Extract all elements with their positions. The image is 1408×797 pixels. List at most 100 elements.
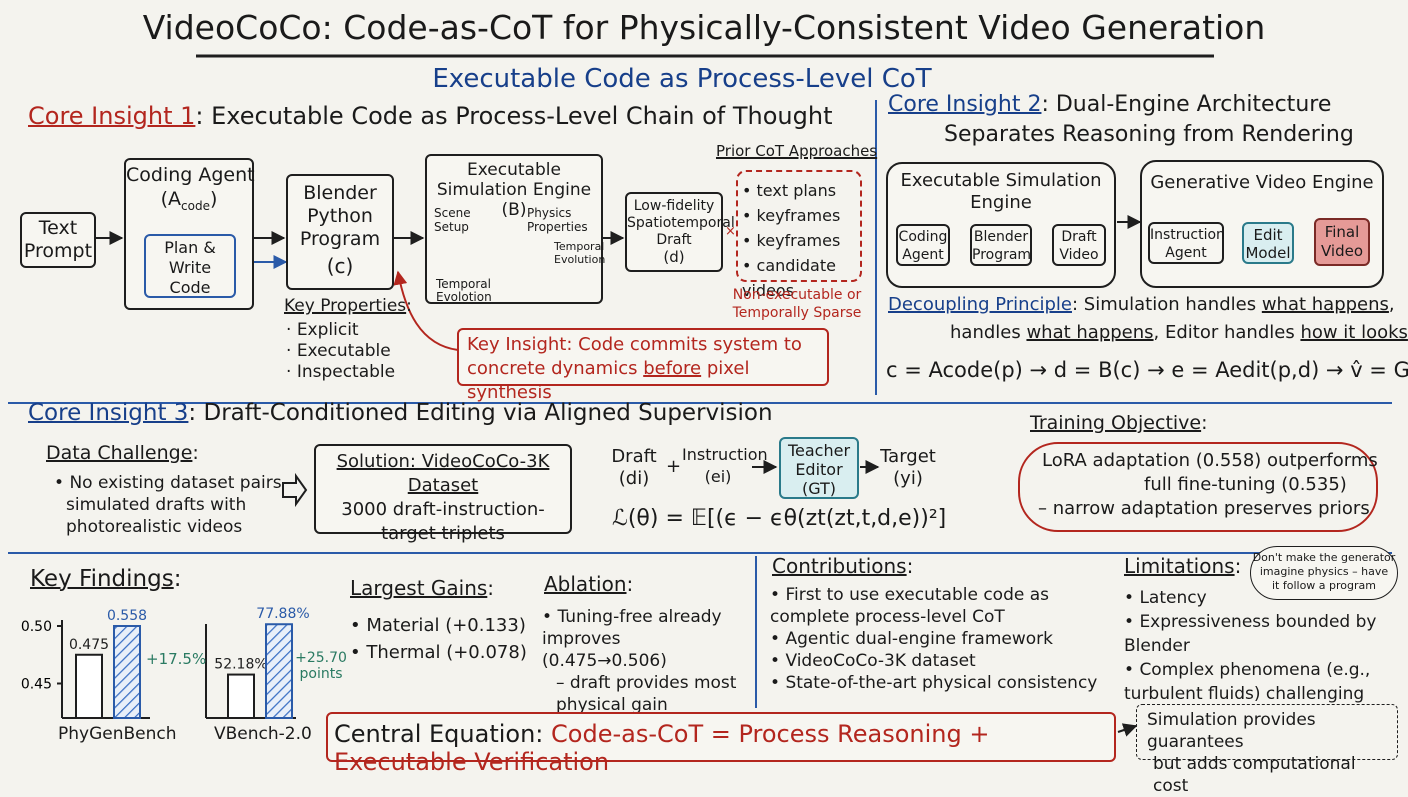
sim-engine-box: Executable Simulation Engine (B) <box>425 154 603 304</box>
insight2-heading: Core Insight 2: Dual-Engine Architecture <box>888 92 1332 117</box>
ablation-item: – draft provides most physical gain <box>556 673 737 715</box>
training-line3: – narrow adaptation preserves priors <box>1038 498 1370 519</box>
key-insight-box: Key Insight: Code commits system to conc… <box>457 328 829 403</box>
limitation-item: • Latency <box>1124 588 1207 608</box>
architecture-equation: c = Acode(p) → d = B(c) → e = Aedit(p,d)… <box>886 358 1408 382</box>
node-final-video: Final Video <box>1314 218 1370 266</box>
central-equation-box: Central Equation: Code-as-CoT = Process … <box>326 712 1116 776</box>
vbench-label: VBench-2.0 <box>214 724 312 744</box>
contributions-title: Contributions: <box>772 554 914 578</box>
key-property: · Explicit <box>286 320 359 340</box>
solution-line1: 3000 draft-instruction- <box>341 499 545 520</box>
page-subtitle: Executable Code as Process-Level CoT <box>432 64 932 94</box>
key-property: · Executable <box>286 341 391 361</box>
training-line1: LoRA adaptation (0.558) outperforms <box>1042 450 1378 471</box>
solution-line2: target triplets <box>381 523 505 544</box>
data-challenge-text: • No existing dataset pairs simulated dr… <box>54 473 282 537</box>
key-properties-title: Key Properties: <box>284 296 412 316</box>
ablation-list: • Tuning-free already improves (0.475→0.… <box>542 606 750 716</box>
prior-item: • candidate videos <box>742 256 836 300</box>
prior-cot-list: • text plans • keyframes • keyframes • c… <box>742 178 860 303</box>
key-insight-line2: concrete dynamics before pixel synthesis <box>467 358 750 403</box>
phygen-data-label: 0.558 <box>107 608 147 624</box>
prior-item: • keyframes <box>742 231 841 250</box>
prior-cot-caption: Non-executable or Temporally Sparse <box>732 287 862 321</box>
ablation-item: • Tuning-free already improves (0.475→0.… <box>542 607 722 671</box>
vbench-data-label: 77.88% <box>256 606 309 622</box>
temporal-evolution-left-label: Temporal Evolotion <box>436 277 492 304</box>
vbench-bar-baseline <box>227 673 255 719</box>
central-equation-label: Central Equation: <box>334 720 552 748</box>
arrow-central-to-note <box>1117 723 1138 737</box>
node-coding-agent: Coding Agent <box>896 224 950 266</box>
contribution-item: • Agentic dual-engine framework <box>770 629 1054 649</box>
vbench-data-label: 52.18% <box>214 657 267 673</box>
plan-write-box: Plan & Write Code <box>144 234 236 298</box>
coding-agent-symbol: (Acode) <box>160 188 218 213</box>
limitation-item: • Expressiveness bounded by Blender <box>1124 612 1377 656</box>
gain-item: • Thermal (+0.078) <box>350 642 527 663</box>
draft-label: Low-fidelity Spatiotemporal Draft <box>627 198 735 248</box>
prior-item: • text plans <box>742 181 837 200</box>
cross-mark: × <box>725 224 736 239</box>
node-instruction-agent: Instruction Agent <box>1148 222 1225 264</box>
loss-equation: ℒ(θ) = 𝔼[(ϵ − ϵθ(zt(zt,t,d,e))²] <box>612 506 947 531</box>
blender-program-box: Blender Python Program (c) <box>286 174 394 290</box>
key-properties-list: · Explicit · Executable · Inspectable <box>286 320 395 383</box>
gen-engine-panel-title: Generative Video Engine <box>1150 172 1374 193</box>
contributions-list: • First to use executable code as comple… <box>770 584 1110 694</box>
contribution-item: • VideoCoCo-3K dataset <box>770 651 976 671</box>
training-objective-title: Training Objective: <box>1030 412 1208 434</box>
vbench-chart: 52.18% 77.88% <box>205 606 310 719</box>
contribution-item: • State-of-the-art physical consistency <box>770 673 1098 693</box>
physics-properties-label: Physics Properties <box>527 206 588 234</box>
draft-input: Draft(di) <box>611 446 657 489</box>
prior-item: • keyframes <box>742 206 841 225</box>
sim-engine-label: Executable Simulation Engine (B) <box>436 160 592 220</box>
limitations-title: Limitations: <box>1124 554 1242 578</box>
limitation-item: • Complex phenomena (e.g., turbulent flu… <box>1124 660 1371 704</box>
draft-box: Low-fidelity Spatiotemporal Draft (d) <box>625 192 735 272</box>
insight1-heading: Core Insight 1: Executable Code as Proce… <box>28 102 833 130</box>
node-edit-model: Edit Model <box>1242 222 1294 264</box>
decoupling-line1: Decoupling Principle: Simulation handles… <box>888 294 1395 315</box>
node-blender-program: Blender Program <box>970 224 1032 266</box>
temporal-evolution-right-label: Temporal Evolution <box>554 240 606 266</box>
data-challenge-title: Data Challenge: <box>46 442 199 464</box>
solution-box: Solution: VideoCoCo-3K Dataset 3000 draf… <box>314 444 572 544</box>
training-line2: full fine-tuning (0.535) <box>1144 474 1347 495</box>
central-note: Simulation provides guarantees but adds … <box>1136 704 1398 796</box>
teacher-editor-box: Teacher Editor(GT) <box>779 437 859 499</box>
phygen-bar-videococo <box>113 625 141 719</box>
phygen-data-label: 0.475 <box>69 637 109 653</box>
key-property: · Inspectable <box>286 362 396 382</box>
phygenbench-label: PhyGenBench <box>58 724 177 744</box>
decoupling-line2: handles what happens, Editor handles how… <box>950 322 1408 343</box>
insight2-heading-line2: Separates Reasoning from Rendering <box>944 122 1354 147</box>
solution-title: Solution: VideoCoCo-3K Dataset <box>336 451 550 496</box>
coding-agent-label: Coding Agent <box>126 164 255 186</box>
scene-setup-label: Scene Setup <box>434 206 471 234</box>
hollow-arrow-challenge-to-solution <box>282 472 308 508</box>
phygenbench-gain: +17.5% <box>146 650 207 668</box>
node-draft-video: Draft Video <box>1052 224 1106 266</box>
coding-agent-box: Coding Agent (Acode) Plan & Write Code <box>124 158 255 310</box>
largest-gains-list: • Material (+0.133) • Thermal (+0.078) <box>350 612 527 666</box>
arrow-key-insight <box>393 270 459 351</box>
draft-symbol: (d) <box>663 248 685 266</box>
key-insight-line1: Key Insight: Code commits system to <box>467 334 802 355</box>
limitations-list: • Latency • Expressiveness bounded by Bl… <box>1124 586 1400 706</box>
sim-engine-panel-title: Executable Simulation Engine <box>900 170 1102 213</box>
ablation-title: Ablation: <box>544 572 634 596</box>
vbench-bar-videococo <box>265 623 293 719</box>
phygen-bar-baseline <box>75 653 103 719</box>
blender-program-label: Blender Python Program <box>299 182 381 250</box>
blender-program-symbol: (c) <box>326 254 354 278</box>
insight3-heading: Core Insight 3: Draft-Conditioned Editin… <box>28 400 773 426</box>
contribution-item: • First to use executable code as comple… <box>770 585 1049 627</box>
thought-cloud: Don't make the generator imagine physics… <box>1250 546 1398 600</box>
page-title: VideoCoCo: Code-as-CoT for Physically-Co… <box>142 8 1266 47</box>
largest-gains-title: Largest Gains: <box>350 576 495 600</box>
